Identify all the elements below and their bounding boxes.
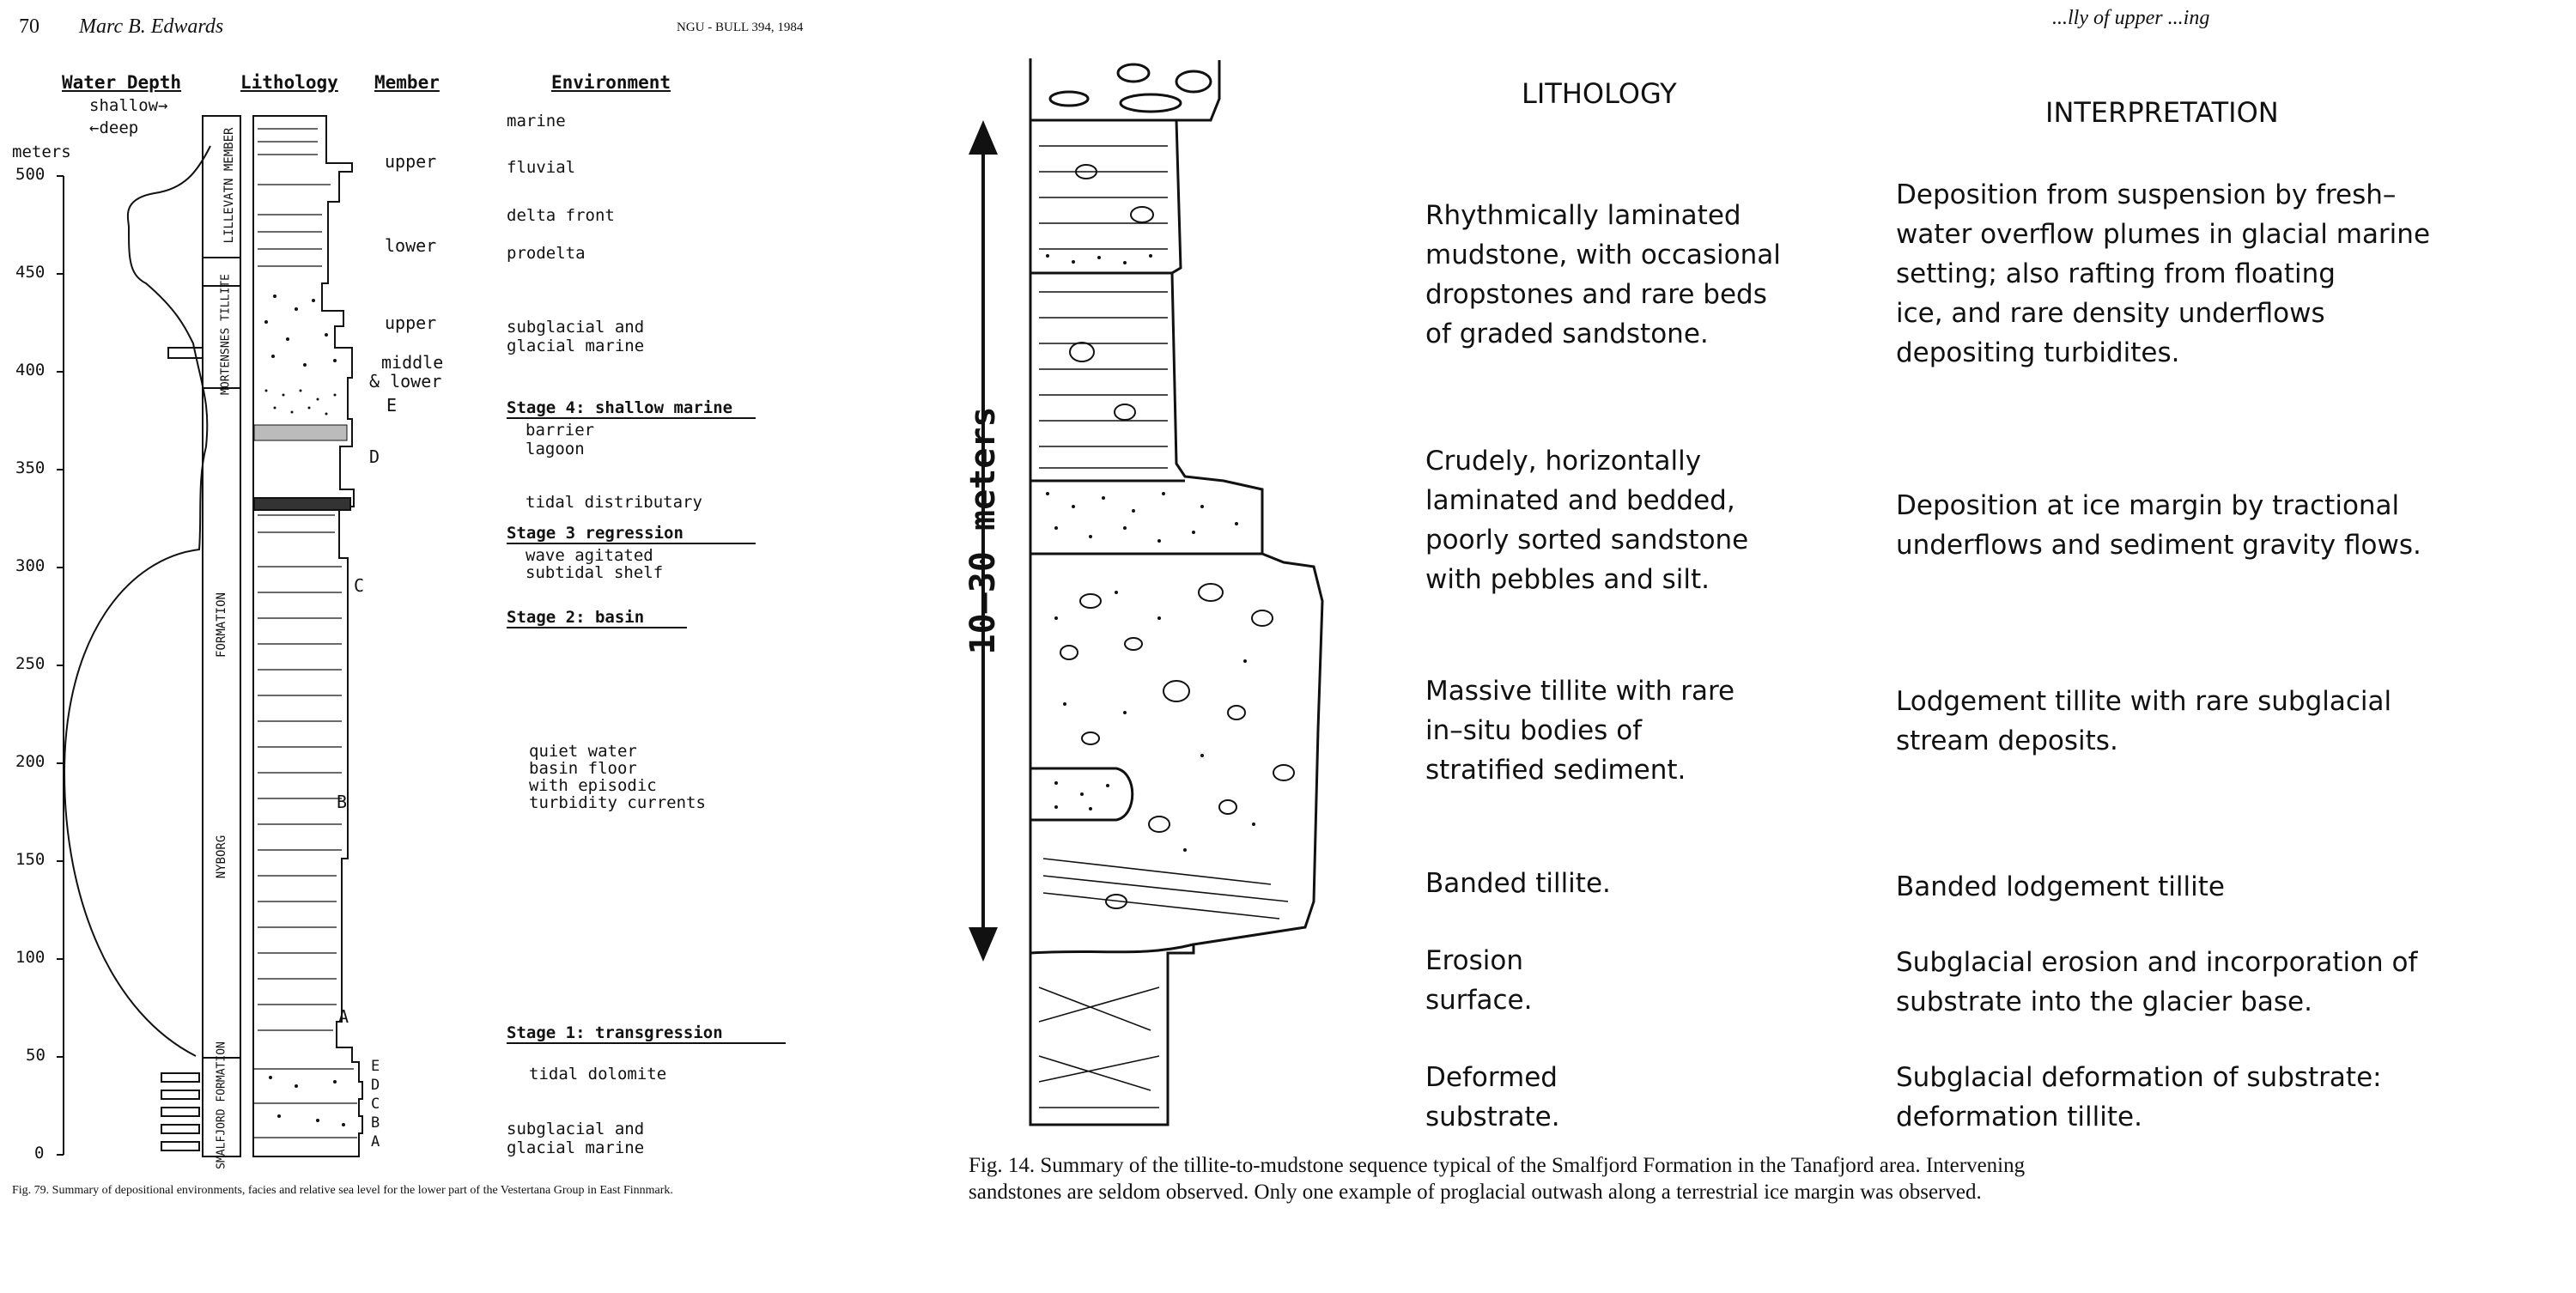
col-header-interpretation: INTERPRETATION	[2045, 96, 2279, 129]
interpretation-row-6: Subglacial deformation of substrate:defo…	[1896, 1058, 2382, 1137]
interpretation-row-4: Banded lodgement tillite	[1896, 867, 2225, 907]
lithology-row-4: Banded tillite.	[1425, 864, 1611, 903]
right-figure-caption-line-2: sandstones are seldom observed. Only one…	[969, 1179, 1982, 1205]
scale-label: 10–30 meters	[963, 355, 1003, 707]
col-header-lithology: LITHOLOGY	[1522, 77, 1677, 110]
right-figure-caption-line-1: Fig. 14. Summary of the tillite-to-mudst…	[969, 1152, 2025, 1179]
interpretation-row-1: Deposition from suspension by fresh–wate…	[1896, 175, 2430, 373]
